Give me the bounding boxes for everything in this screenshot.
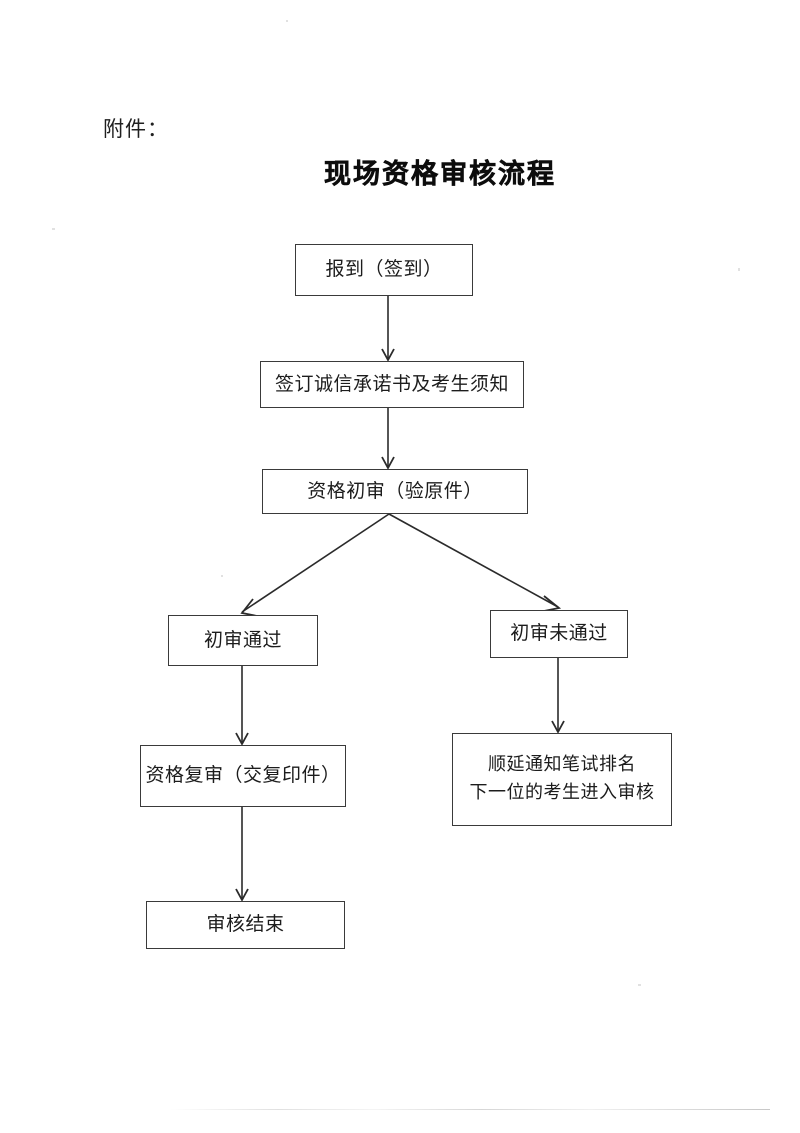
flow-node-review-passed: 初审通过 <box>168 615 318 666</box>
arrowhead-pass <box>240 598 258 617</box>
edge-first-fail <box>388 513 559 608</box>
page-title: 现场资格审核流程 <box>324 159 556 191</box>
arrowhead-recheck <box>235 732 249 746</box>
scan-speck <box>638 984 641 986</box>
flow-node-defer-notice: 顺延通知笔试排名 下一位的考生进入审核 <box>452 733 672 826</box>
flow-node-sign-commitment: 签订诚信承诺书及考生须知 <box>260 361 524 408</box>
flow-node-first-review: 资格初审（验原件） <box>262 469 528 514</box>
flow-node-defer-line2: 下一位的考生进入审核 <box>469 782 655 803</box>
flow-node-report: 报到（签到） <box>295 244 473 296</box>
attachment-label: 附件： <box>103 117 169 141</box>
arrowhead-end <box>235 888 249 902</box>
flow-node-defer-line1: 顺延通知笔试排名 <box>488 754 636 776</box>
scan-speck <box>221 575 223 577</box>
edge-first-pass <box>241 513 390 613</box>
scan-speck <box>738 268 740 271</box>
scan-speck <box>52 228 55 230</box>
arrowhead-defer <box>551 720 565 734</box>
flow-node-review-end: 审核结束 <box>146 901 345 949</box>
arrowhead-fail <box>543 595 562 612</box>
flow-node-recheck: 资格复审（交复印件） <box>140 745 346 807</box>
arrowhead-first <box>381 456 395 470</box>
scan-artifact-line <box>170 1109 770 1110</box>
flow-node-review-failed: 初审未通过 <box>490 610 628 658</box>
scan-speck <box>286 20 288 22</box>
arrowhead-sign <box>381 348 395 362</box>
